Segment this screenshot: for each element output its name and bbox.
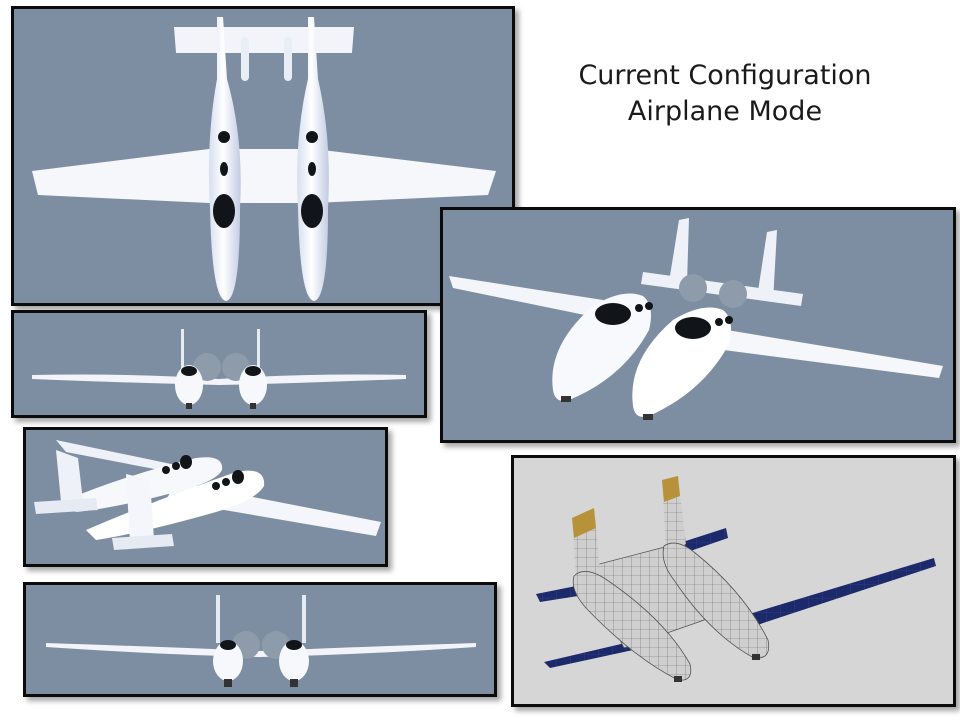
slide-title: Current Configuration Airplane Mode — [560, 58, 890, 130]
rear-view-panel — [23, 582, 497, 697]
aircraft-rear-low-view-icon — [46, 595, 476, 687]
top-view-panel — [11, 6, 515, 306]
aircraft-top-view-icon — [32, 17, 496, 301]
front-three-quarter-view-panel — [440, 207, 956, 443]
aircraft-front-view-icon — [32, 329, 406, 409]
title-line-2: Airplane Mode — [627, 96, 823, 127]
aircraft-rear-view-icon — [34, 440, 381, 550]
rear-three-quarter-view-panel — [23, 427, 388, 567]
aircraft-perspective-view-icon — [449, 218, 943, 420]
front-view-panel — [11, 310, 427, 418]
wireframe-view-panel — [511, 455, 956, 707]
aircraft-wireframe-icon — [536, 476, 936, 682]
title-line-1: Current Configuration — [578, 60, 872, 91]
